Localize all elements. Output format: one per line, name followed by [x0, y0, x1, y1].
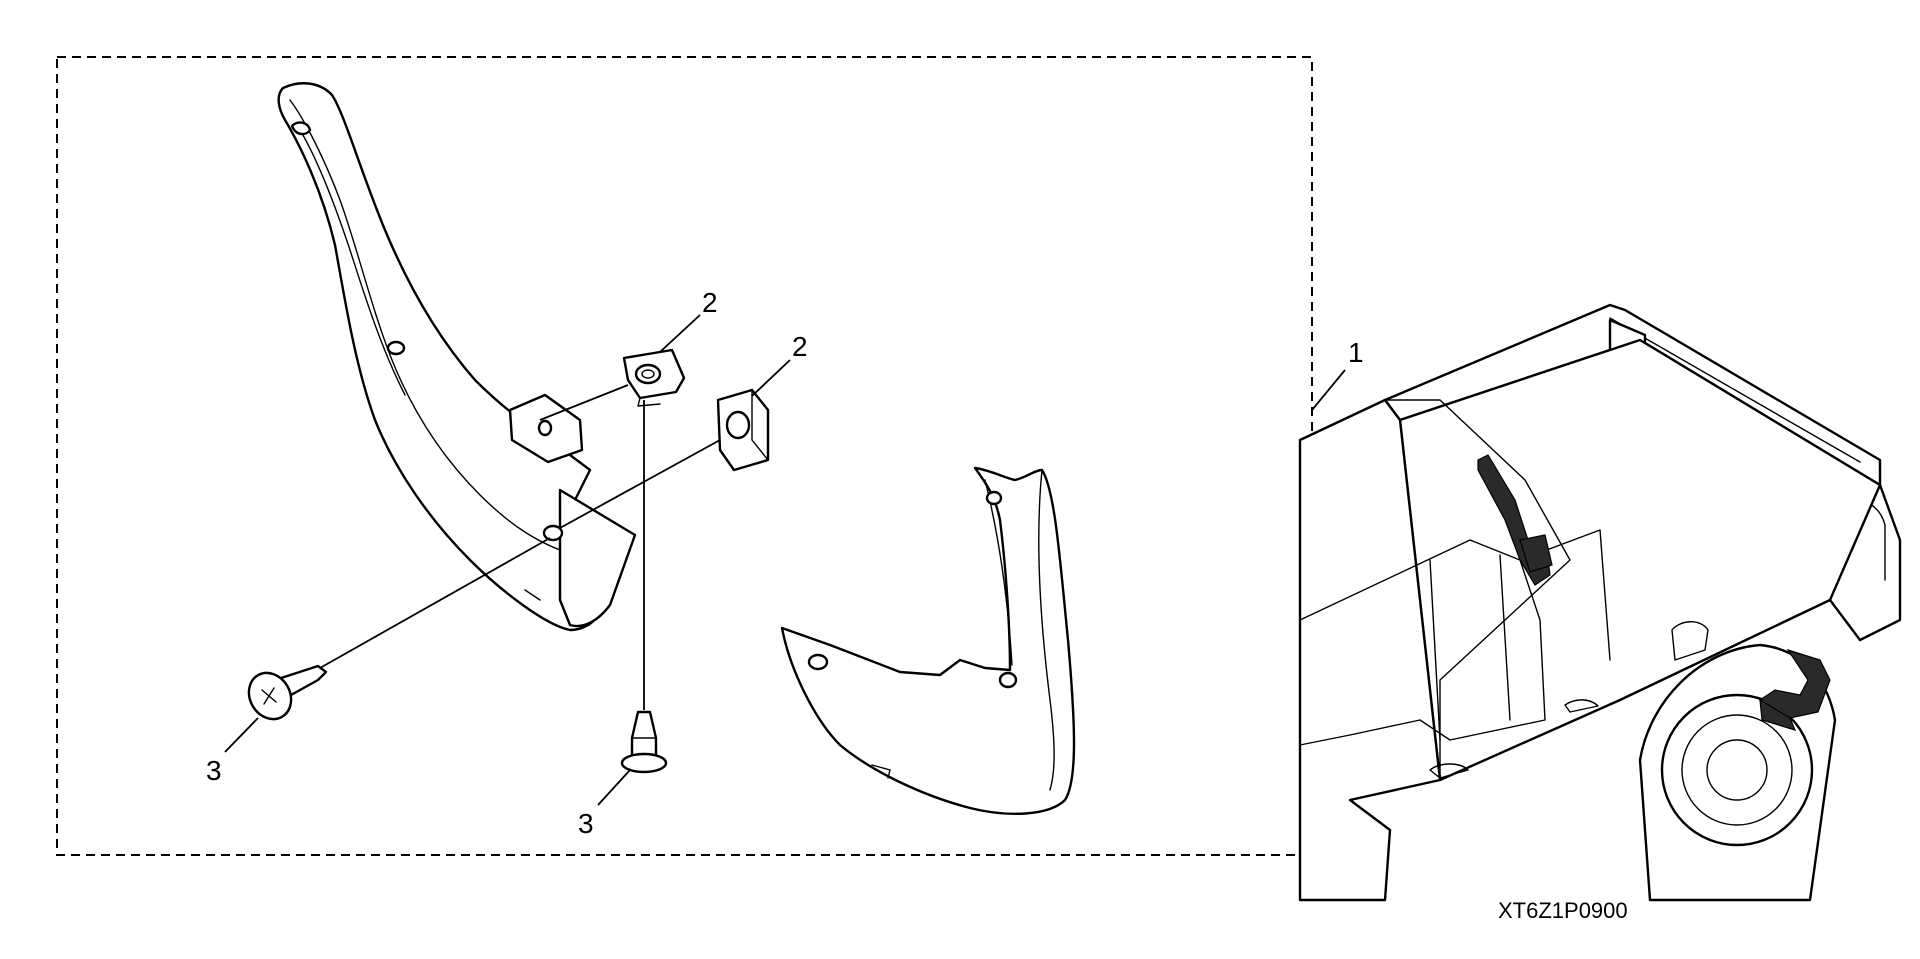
screw-bottom — [620, 710, 668, 774]
callout-1-leader — [1311, 369, 1346, 411]
callout-3-left: 3 — [206, 755, 222, 786]
screw-bottom-leader — [597, 769, 631, 806]
clip-upper-leader — [659, 314, 701, 353]
clip-lower-leader — [751, 359, 791, 397]
clip-nut-upper — [622, 348, 686, 407]
callout-3-bottom: 3 — [578, 808, 594, 839]
front-mud-flap — [277, 82, 637, 632]
screw-left — [247, 664, 328, 721]
callout-2-upper: 2 — [702, 287, 718, 318]
diagram-code: XT6Z1P0900 — [1498, 898, 1628, 923]
truck-illustration — [1298, 303, 1902, 902]
kit-boundary-box — [56, 56, 1313, 856]
assembly-line-diagonal — [319, 537, 551, 669]
rear-mud-flap — [780, 466, 1076, 816]
callout-1-label: 1 — [1348, 337, 1364, 368]
assembly-line-lower-clip — [559, 439, 721, 529]
screw-left-leader — [224, 717, 259, 753]
callout-2-lower: 2 — [792, 331, 808, 362]
clip-nut-lower — [716, 388, 770, 472]
assembly-line-upper-clip — [539, 384, 629, 421]
